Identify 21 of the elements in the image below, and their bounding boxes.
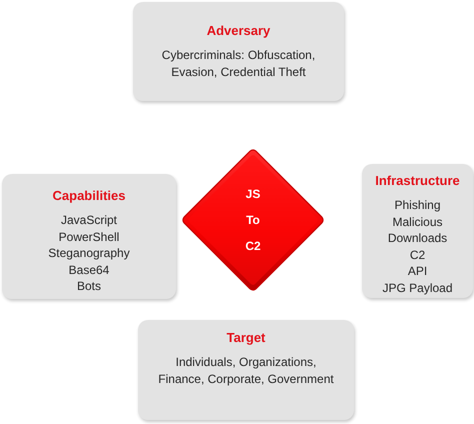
card-text: API — [408, 263, 428, 280]
diamond-label: JS To C2 — [244, 186, 262, 255]
card-title: Target — [226, 330, 266, 346]
card-text: Individuals, Organizations, Finance, Corporate, Government — [157, 354, 335, 387]
category-card — [2, 174, 176, 299]
card-title: Adversary — [206, 23, 270, 39]
card-text: C2 — [410, 246, 426, 263]
card-text: Phishing — [394, 197, 441, 214]
card-text: Base64 — [68, 262, 110, 278]
category-card — [362, 164, 473, 298]
card-text: JavaScript — [60, 212, 118, 228]
category-card — [138, 320, 354, 420]
card-text: JPG Payload — [382, 280, 453, 296]
card-title: Capabilities — [52, 188, 126, 204]
card-text: PowerShell — [58, 228, 120, 245]
card-title: Infrastructure — [375, 173, 460, 189]
card-text: Cybercriminals: Obfuscation, Evasion, Credential Theft — [160, 47, 316, 80]
card-text: Malicious Downloads — [386, 214, 448, 246]
category-card — [133, 2, 344, 101]
card-text: Bots — [76, 278, 101, 294]
card-text: Steganography — [48, 245, 130, 262]
